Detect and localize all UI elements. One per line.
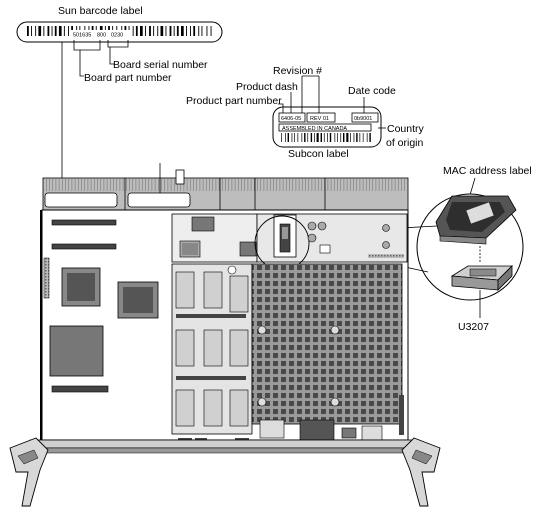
left-ejector-handle	[9, 437, 49, 507]
cpu-board	[9, 163, 441, 507]
subcon-rev-field: REV 01	[310, 116, 329, 122]
subcon-barcode-bars	[281, 133, 371, 142]
board-part-number-callout: Board part number	[84, 72, 172, 84]
subcon-date-field: 0b9001	[354, 116, 372, 122]
product-part-number-callout: Product part number	[186, 95, 282, 107]
barcode-code-right: 0230	[111, 33, 123, 39]
board-serial-number-callout: Board serial number	[113, 59, 208, 71]
sun-barcode-label: 501635 800 0230 Sun barcode label Board …	[16, 5, 223, 180]
u3207-callout: U3207	[458, 321, 489, 333]
subcon-part-field: 6406-05	[281, 116, 301, 122]
right-ejector-handle	[401, 437, 441, 507]
product-dash-callout: Product dash	[236, 81, 298, 93]
barcode-code-left: 501635	[73, 33, 91, 39]
revision-callout: Revision #	[273, 65, 322, 77]
barcode-label-title: Sun barcode label	[58, 5, 143, 17]
mac-address-detail: MAC address label U3207	[307, 165, 532, 333]
memory-chips	[175, 271, 249, 427]
date-code-callout: Date code	[348, 85, 396, 97]
subcon-assembled-text: ASSEMBLED IN CANADA	[282, 126, 347, 132]
subcon-label: Revision # Product dash Product part num…	[186, 65, 425, 160]
mac-address-label-callout: MAC address label	[443, 165, 532, 177]
country-callout-line1: Country	[387, 123, 425, 135]
barcode-code-mid: 800	[97, 33, 106, 39]
subcon-label-title: Subcon label	[288, 148, 349, 160]
country-callout-line2: of origin	[386, 137, 424, 149]
